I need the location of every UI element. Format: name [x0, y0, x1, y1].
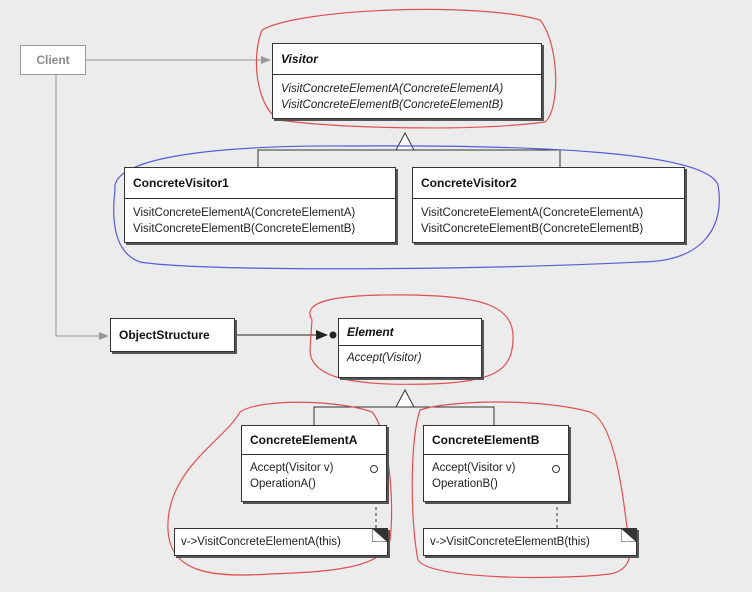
concrete-visitor1-class-name: ConcreteVisitor1 [133, 176, 229, 190]
client-box: Client [20, 45, 86, 75]
red-annotation-concrete-element-a [167, 401, 393, 576]
element-class-name: Element [347, 325, 394, 339]
concrete-visitor2-class-box: ConcreteVisitor2 VisitConcreteElementA(C… [412, 167, 685, 243]
note-fold-icon [372, 528, 388, 542]
concrete-visitor2-op-a: VisitConcreteElementA(ConcreteElementA) [421, 207, 644, 219]
element-inheritance-bus [313, 406, 495, 425]
concrete-element-a-class-box: ConcreteElementA Accept(Visitor v) Opera… [241, 425, 387, 502]
concrete-visitor1-class-box: ConcreteVisitor1 VisitConcreteElementA(C… [124, 167, 396, 243]
note-anchor-b-icon [552, 465, 560, 473]
concrete-element-a-class-name: ConcreteElementA [250, 433, 358, 447]
note-a-text: v->VisitConcreteElementA(this) [181, 536, 341, 548]
visitor-inheritance-triangle [395, 131, 415, 151]
concrete-element-b-class-name: ConcreteElementB [432, 433, 540, 447]
blue-annotation-concrete-visitors [113, 145, 720, 270]
element-inheritance-triangle [395, 388, 415, 408]
client-label: Client [36, 53, 70, 67]
concrete-element-b-class-box: ConcreteElementB Accept(Visitor v) Opera… [423, 425, 569, 502]
concrete-element-a-operations: Accept(Visitor v) OperationA() [242, 454, 386, 496]
aggregation-dot [329, 331, 337, 339]
client-to-objectstructure-line [55, 75, 109, 340]
red-annotation-concrete-element-b [411, 401, 631, 579]
concrete-element-b-op-accept: Accept(Visitor v) [432, 462, 516, 474]
visitor-class-box: Visitor VisitConcreteElementA(ConcreteEl… [272, 43, 542, 119]
concrete-element-a-op-operation: OperationA() [250, 478, 316, 490]
object-structure-class-box: ObjectStructure [110, 318, 235, 352]
note-a: v->VisitConcreteElementA(this) [174, 528, 388, 556]
visitor-op-a: VisitConcreteElementA(ConcreteElementA) [281, 83, 504, 95]
concrete-element-a-op-accept: Accept(Visitor v) [250, 462, 334, 474]
visitor-class-name: Visitor [281, 52, 318, 66]
concrete-visitor2-op-b: VisitConcreteElementB(ConcreteElementB) [421, 223, 644, 235]
concrete-visitor1-operations: VisitConcreteElementA(ConcreteElementA) … [125, 198, 395, 241]
red-annotation-element [309, 294, 514, 385]
visitor-op-b: VisitConcreteElementB(ConcreteElementB) [281, 99, 504, 111]
element-op-accept: Accept(Visitor) [347, 352, 422, 364]
note-b: v->VisitConcreteElementB(this) [423, 528, 637, 556]
visitor-operations: VisitConcreteElementA(ConcreteElementA) … [273, 74, 541, 117]
visitor-inheritance-bus [257, 149, 561, 167]
object-structure-class-name: ObjectStructure [119, 328, 210, 342]
concrete-element-b-operations: Accept(Visitor v) OperationB() [424, 454, 568, 496]
element-operations: Accept(Visitor) [339, 345, 481, 370]
concrete-visitor2-class-name: ConcreteVisitor2 [421, 176, 517, 190]
concrete-visitor1-op-b: VisitConcreteElementB(ConcreteElementB) [133, 223, 356, 235]
note-fold-icon [621, 528, 637, 542]
note-b-text: v->VisitConcreteElementB(this) [430, 536, 590, 548]
aggregation-arrowhead [316, 330, 328, 340]
note-anchor-a-icon [370, 465, 378, 473]
concrete-element-b-op-operation: OperationB() [432, 478, 498, 490]
concrete-visitor1-op-a: VisitConcreteElementA(ConcreteElementA) [133, 207, 356, 219]
element-class-box: Element Accept(Visitor) [338, 318, 482, 378]
concrete-visitor2-operations: VisitConcreteElementA(ConcreteElementA) … [413, 198, 684, 241]
